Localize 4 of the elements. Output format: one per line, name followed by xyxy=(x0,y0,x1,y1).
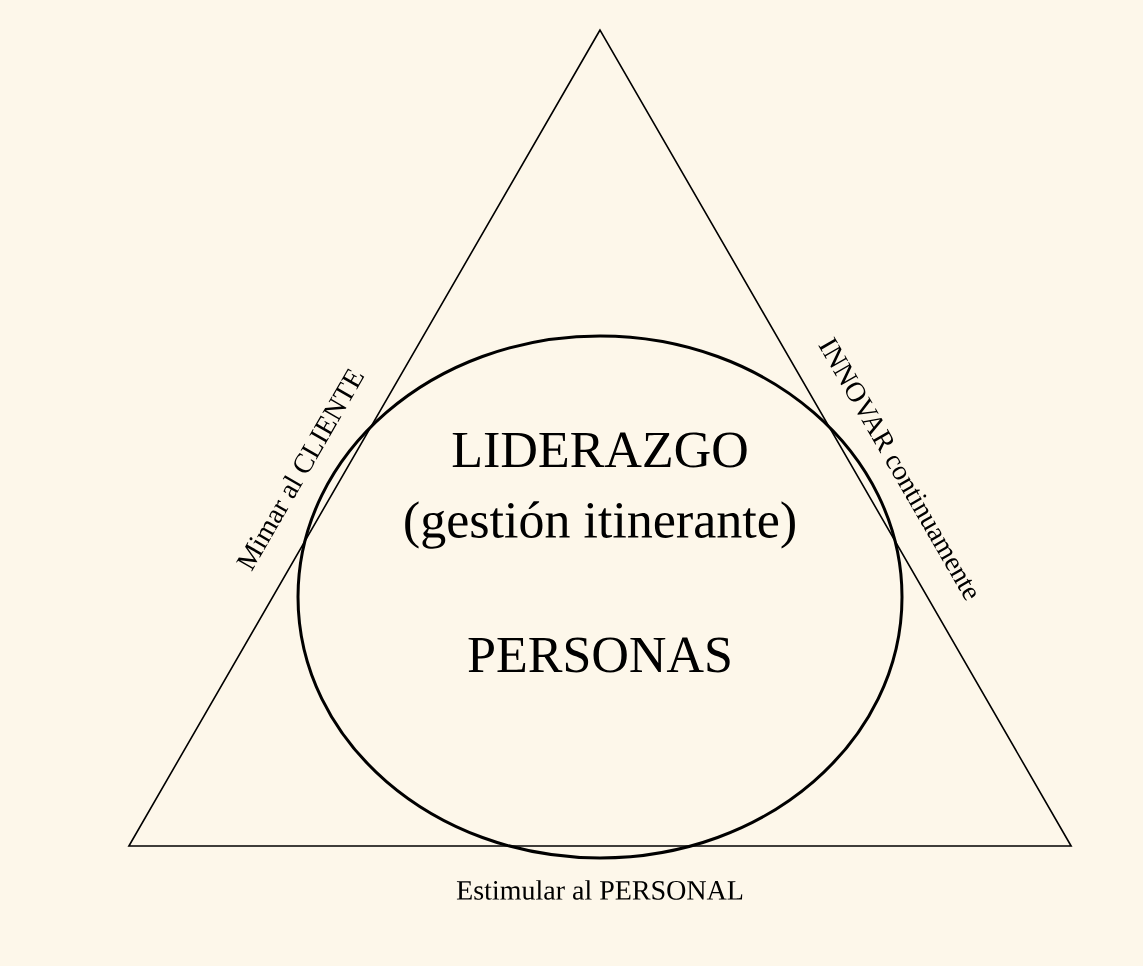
node-text: (gestión itinerante) xyxy=(405,501,795,549)
node-text: LIDERAZGO xyxy=(452,432,747,468)
side-label: Estimular al PERSONAL xyxy=(456,880,743,900)
node-text: PERSONAS xyxy=(468,637,730,673)
